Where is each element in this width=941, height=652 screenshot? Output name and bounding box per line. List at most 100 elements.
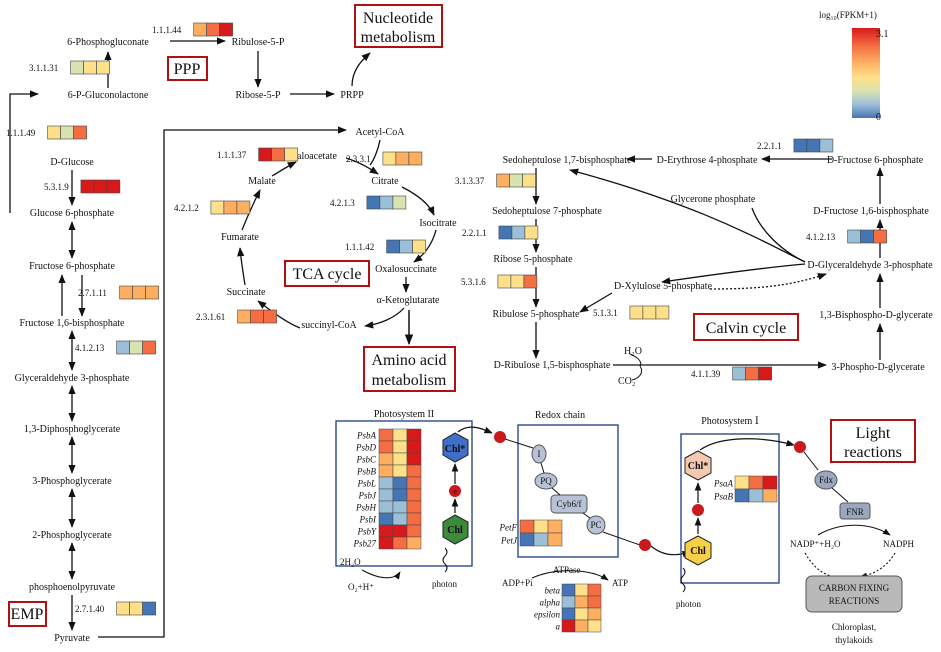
chl-star-hexagon-ps2 — [442, 432, 469, 463]
metabolite-succinyl-coa: succinyl-CoA — [301, 320, 357, 331]
redox-node-pq-label: PQ — [540, 476, 552, 486]
enzyme-id-label: 2.7.1.11 — [78, 288, 107, 298]
enzyme-heat-cell — [93, 179, 108, 194]
gene-heat-cell — [561, 583, 576, 597]
calvin-pathway: Sedoheptulose 1,7-bisphosphate Sedoheptu… — [492, 155, 933, 387]
gene-heat-cell — [406, 500, 422, 514]
enzyme-id-label: 2.7.1.40 — [75, 604, 105, 614]
redox-node-pq — [534, 472, 558, 490]
enzyme-4-1-2-13: 4.1.2.13 — [75, 340, 156, 355]
gene-heat-cell — [392, 428, 408, 442]
enzyme-heat-cell — [145, 285, 159, 300]
metabolite-3-phospho-d-glycerate: 3-Phospho-D-glycerate — [831, 362, 925, 373]
gene-heat-cell — [533, 519, 549, 534]
gene-heat-cell — [378, 476, 394, 490]
enzyme-heat-cell — [655, 305, 670, 320]
enzyme-heat-cell — [210, 200, 225, 215]
gene-heat-cell — [734, 475, 750, 490]
gene-heat-cell — [587, 583, 602, 597]
gene-heat-cell — [406, 440, 422, 454]
metabolite-glucose-6-phosphate: Glucose 6-phosphate — [30, 208, 115, 219]
enzyme-id-label: 3.1.3.37 — [455, 176, 485, 186]
gene-label: PsbH — [355, 503, 377, 513]
enzyme-4-1-2-13: 4.1.2.13 — [806, 229, 887, 244]
nucleotide-box-line1: Nucleotide — [363, 10, 433, 27]
ps2-heatmap — [378, 428, 422, 550]
enzyme-heat-cell — [223, 200, 238, 215]
enzyme-2-7-1-11: 2.7.1.11 — [78, 285, 159, 300]
enzyme-id-label: 4.2.1.3 — [330, 198, 355, 208]
redox-node-cyb6f — [550, 494, 588, 514]
legend-gradient-bar — [852, 28, 880, 118]
metabolite-co2: CO₂ — [618, 376, 635, 387]
enzyme-id-label: 5.3.1.6 — [461, 277, 486, 287]
tca-pathway: Acetyl-CoA oxaloacetate Citrate Isocitra… — [221, 127, 457, 346]
gene-heat-cell — [574, 583, 589, 597]
electron-ps2 — [449, 485, 461, 497]
metabolite-fructose-1-6-bisphosphate: Fructose 1,6-bisphosphate — [20, 318, 126, 329]
redox-node-cyb6f-label: Cyb6/f — [556, 499, 581, 509]
gene-label: PetJ — [500, 536, 518, 546]
photosystem-ii-title: Photosystem II — [374, 409, 434, 420]
nucleotide-box-line2: metabolism — [361, 29, 436, 46]
enzyme-id-label: 1.1.1.49 — [6, 128, 36, 138]
carbon-fixing-line1: CARBON FIXING — [819, 583, 890, 593]
enzyme-heat-cell — [497, 274, 512, 289]
legend: log₁₀(FPKM+1) 3.1 0 — [819, 10, 889, 123]
enzyme-heat-cell — [412, 239, 426, 254]
enzyme-heat-cell — [629, 305, 644, 320]
metabolite-fructose-6-phosphate-calvin: D-Fructose 6-phosphate — [827, 155, 924, 166]
metabolite-prpp: PRPP — [340, 90, 364, 101]
enzyme-heat-cell — [522, 173, 536, 188]
enzyme-heat-cell — [236, 200, 251, 215]
gene-heat-cell — [378, 440, 394, 454]
enzyme-heat-cell — [96, 60, 110, 75]
gene-label: PsbB — [356, 467, 377, 477]
metabolite-ribulose-bisphosphate: D-Ribulose 1,5-bisphosphate — [494, 360, 611, 371]
gene-heat-cell — [392, 452, 408, 466]
electron-ps1 — [692, 504, 704, 516]
enzyme-5-3-1-6: 5.3.1.6 — [461, 274, 538, 289]
gene-label: PsbY — [356, 527, 377, 537]
metabolite-glyceraldehyde-3-phosphate-calvin: D-Glyceraldehyde 3-phosphate — [807, 260, 933, 271]
enzyme-id-label: 2.3.1.61 — [196, 312, 225, 322]
amino-box-line1: Amino acid — [371, 352, 446, 369]
enzyme-id-label: 4.1.1.39 — [691, 369, 721, 379]
metabolite-fructose-6-phosphate: Fructose 6-phosphate — [29, 261, 115, 272]
enzyme-id-label: 5.1.3.1 — [593, 308, 618, 318]
metabolite-succinate: Succinate — [227, 287, 266, 298]
chl-star-label-ps1: Chl* — [688, 461, 709, 472]
fnr-label: FNR — [846, 507, 864, 517]
photon-label-ps1: photon — [676, 599, 702, 609]
enzyme-id-label: 4.1.2.13 — [75, 343, 105, 353]
atp-label: ATP — [612, 578, 628, 588]
gene-heat-cell — [392, 512, 408, 526]
ps1-heatmap — [734, 475, 778, 503]
gene-heat-cell — [561, 619, 576, 633]
redox-node-pc-label: PC — [590, 520, 601, 530]
enzyme-2-2-1-1: 2.2.1.1 — [462, 225, 539, 240]
metabolite-acetyl-coa: Acetyl-CoA — [356, 127, 406, 138]
redox-chain-box — [517, 424, 619, 558]
enzyme-heat-cell — [258, 147, 272, 162]
gene-label: PsbC — [355, 455, 377, 465]
tca-box: TCA cycle — [293, 266, 362, 283]
enzyme-5-3-1-9: 5.3.1.9 — [44, 179, 121, 194]
light-box-line2: reactions — [844, 444, 902, 461]
metabolite-3-phosphoglycerate: 3-Phosphoglycerate — [32, 476, 112, 487]
gene-heat-cell — [378, 488, 394, 502]
metabolite-malate: Malate — [248, 176, 276, 187]
metabolite-oxalosuccinate: Oxalosuccinate — [375, 264, 437, 275]
metabolite-sedoheptulose-7-phosphate: Sedoheptulose 7-phosphate — [492, 206, 602, 217]
enzyme-heat-cell — [819, 138, 834, 153]
enzyme-heat-cell — [496, 173, 510, 188]
gene-heat-cell — [392, 440, 408, 454]
enzyme-id-label: 4.2.1.2 — [174, 203, 199, 213]
enzyme-heat-cell — [509, 173, 523, 188]
redox-heatmap — [519, 519, 563, 547]
gene-heat-cell — [762, 475, 778, 490]
enzyme-heat-cell — [129, 601, 143, 616]
enzyme-id-label: 2.2.1.1 — [462, 228, 487, 238]
nadp-label: NADP⁺+H₂O — [790, 539, 841, 549]
gene-heat-cell — [574, 607, 589, 621]
